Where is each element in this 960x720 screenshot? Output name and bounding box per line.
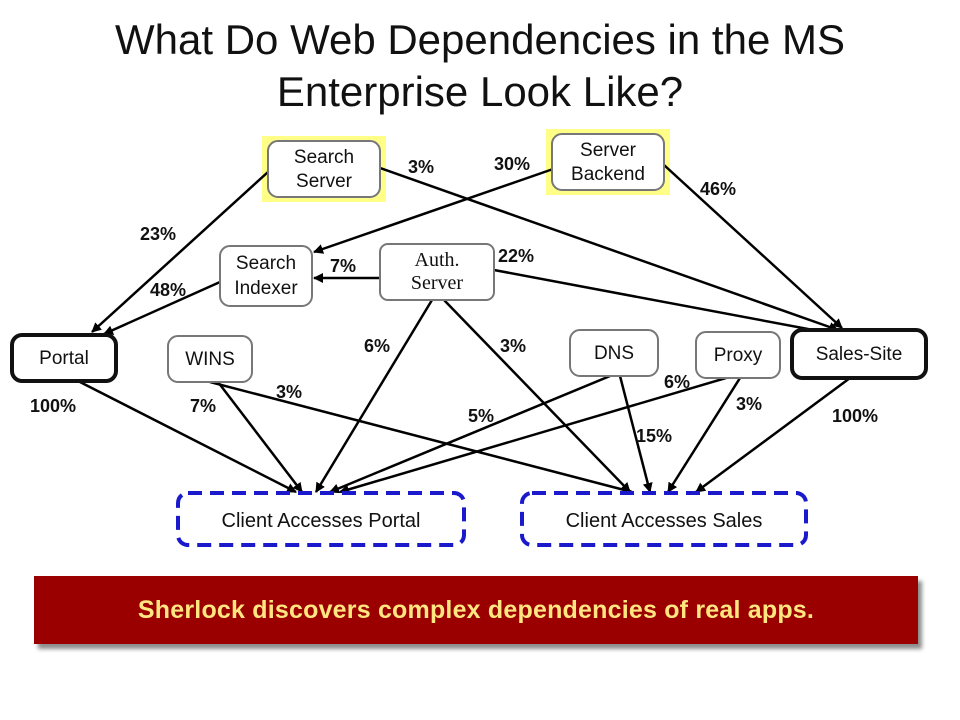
edge-search-server-to-sales-site bbox=[379, 166, 839, 332]
node-auth-server: Auth. Server bbox=[379, 243, 495, 301]
edge-dns-to-client-sales bbox=[618, 375, 653, 493]
edge-indexer-to-portal bbox=[103, 280, 221, 336]
title-line-1: What Do Web Dependencies in the MS bbox=[115, 16, 845, 63]
client-accesses-sales-box: Client Accesses Sales bbox=[520, 491, 808, 547]
edge-label-proxy-to-client-portal: 6% bbox=[664, 372, 690, 392]
edge-label-auth-to-indexer: 7% bbox=[330, 256, 356, 276]
slide-title: What Do Web Dependencies in the MS Enter… bbox=[0, 14, 960, 118]
edge-portal-to-client-portal bbox=[79, 380, 297, 494]
edge-auth-to-client-sales bbox=[443, 299, 631, 493]
edge-label-sales-to-client-sales: 100% bbox=[832, 406, 878, 426]
server-backend-label-2: Backend bbox=[571, 164, 645, 185]
search-indexer-label-2: Indexer bbox=[234, 278, 298, 299]
dns-label: DNS bbox=[594, 343, 634, 364]
edge-label-proxy-to-client-sales: 3% bbox=[736, 394, 762, 414]
edge-label-search-server-to-portal: 23% bbox=[140, 224, 176, 244]
client-accesses-portal-label: Client Accesses Portal bbox=[222, 510, 421, 532]
edge-label-search-server-to-sales: 3% bbox=[408, 157, 434, 177]
wins-label: WINS bbox=[185, 349, 235, 370]
edge-proxy-to-client-portal bbox=[339, 376, 727, 495]
node-search-indexer: Search Indexer bbox=[219, 245, 313, 307]
title-line-2: Enterprise Look Like? bbox=[276, 68, 684, 115]
server-backend-label-1: Server bbox=[580, 140, 637, 161]
edge-sales-site-to-client-sales bbox=[695, 376, 851, 494]
sales-site-label: Sales-Site bbox=[816, 344, 903, 365]
edge-label-auth-to-client-portal: 6% bbox=[364, 336, 390, 356]
client-accesses-portal-box: Client Accesses Portal bbox=[176, 491, 466, 547]
edge-auth-to-client-portal bbox=[314, 299, 434, 493]
node-search-server: Search Server bbox=[267, 140, 381, 198]
node-dns: DNS bbox=[569, 329, 659, 377]
edge-auth-to-sales-site bbox=[493, 268, 841, 339]
edge-backend-to-sales-site bbox=[663, 164, 843, 329]
node-portal: Portal bbox=[10, 333, 118, 383]
edge-label-backend-to-indexer: 30% bbox=[494, 154, 530, 174]
edge-backend-to-search-indexer bbox=[313, 166, 557, 254]
edge-dns-to-client-portal bbox=[329, 374, 611, 494]
edge-label-wins-to-client-portal: 7% bbox=[190, 396, 216, 416]
portal-label: Portal bbox=[39, 348, 89, 369]
search-server-label-2: Server bbox=[296, 171, 353, 192]
edge-label-portal-to-client-portal: 100% bbox=[30, 396, 76, 416]
edge-label-auth-to-sales: 22% bbox=[498, 246, 534, 266]
node-proxy: Proxy bbox=[695, 331, 781, 379]
client-accesses-sales-label: Client Accesses Sales bbox=[566, 510, 763, 532]
edge-search-server-to-portal bbox=[91, 171, 269, 333]
node-sales-site: Sales-Site bbox=[790, 328, 928, 380]
edge-wins-to-client-portal bbox=[217, 381, 303, 493]
edge-label-backend-to-sales: 46% bbox=[700, 179, 736, 199]
edge-label-wins-to-client-sales: 3% bbox=[276, 382, 302, 402]
auth-server-label-2: Server bbox=[411, 272, 464, 294]
node-wins: WINS bbox=[167, 335, 253, 383]
edge-label-dns-to-client-portal: 5% bbox=[468, 406, 494, 426]
conclusion-banner-text: Sherlock discovers complex dependencies … bbox=[137, 595, 815, 624]
search-indexer-label-1: Search bbox=[236, 253, 296, 274]
proxy-label: Proxy bbox=[714, 345, 763, 366]
edge-wins-to-client-sales bbox=[209, 380, 633, 495]
search-server-label-1: Search bbox=[294, 147, 354, 168]
conclusion-banner: Sherlock discovers complex dependencies … bbox=[34, 576, 918, 644]
edge-label-auth-to-client-sales: 3% bbox=[500, 336, 526, 356]
edge-label-dns-to-client-sales: 15% bbox=[636, 426, 672, 446]
node-server-backend: Server Backend bbox=[551, 133, 665, 191]
edge-label-indexer-to-portal: 48% bbox=[150, 280, 186, 300]
auth-server-label-1: Auth. bbox=[415, 249, 460, 271]
edge-proxy-to-client-sales bbox=[666, 377, 742, 493]
